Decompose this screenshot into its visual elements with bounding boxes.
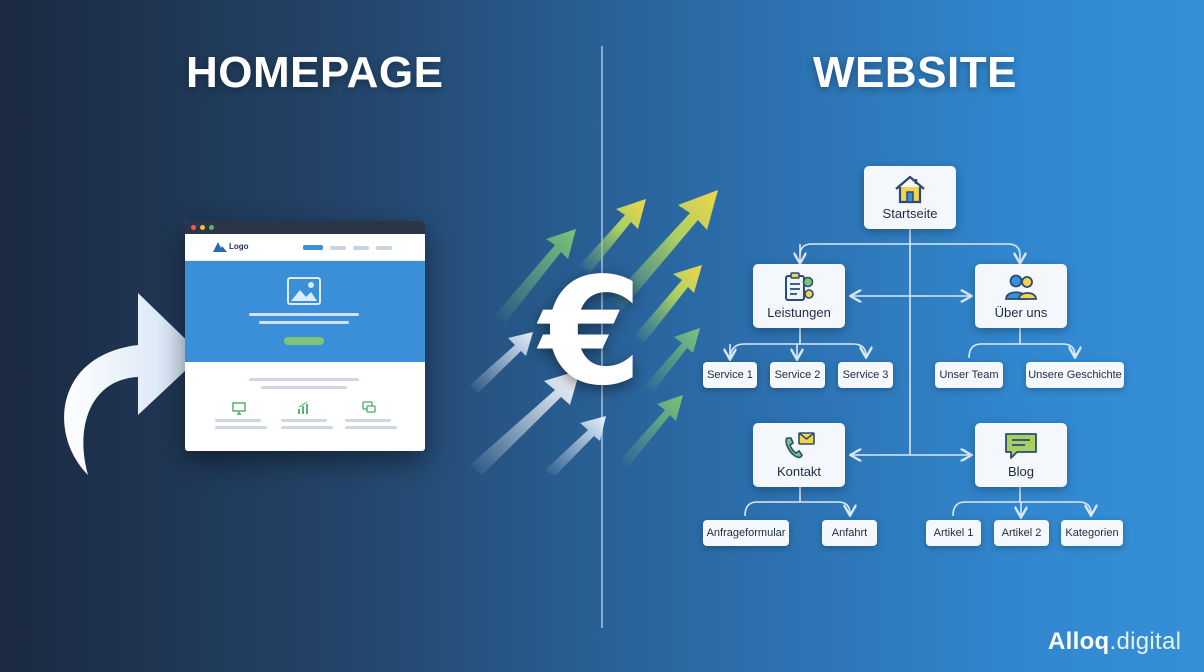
feature-text-line — [215, 419, 261, 422]
leaf-service-2: Service 2 — [770, 362, 825, 388]
feature-text-line — [345, 426, 397, 429]
logo-mark-icon — [213, 242, 227, 252]
brand-logo: Alloq.digital — [1048, 628, 1181, 656]
leaf-service-3: Service 3 — [838, 362, 893, 388]
leaf-anfahrt: Anfahrt — [822, 520, 877, 546]
hero-text-line — [249, 313, 359, 316]
node-ueber-uns: Über uns — [975, 264, 1067, 328]
bar-chart-icon — [298, 401, 308, 414]
curved-arrow-icon — [64, 293, 202, 475]
browser-titlebar — [185, 221, 425, 234]
leaf-artikel-1: Artikel 1 — [926, 520, 981, 546]
node-startseite-label: Startseite — [882, 206, 938, 221]
leaf-unsere-geschichte: Unsere Geschichte — [1026, 362, 1124, 388]
node-kontakt-label: Kontakt — [776, 464, 822, 479]
leaf-service-1: Service 1 — [703, 362, 757, 388]
chat-icon — [362, 401, 376, 413]
mockup-logo-text: Logo — [229, 242, 249, 251]
node-blog-label: Blog — [1007, 464, 1035, 479]
image-icon — [287, 277, 321, 305]
leaf-unser-team: Unser Team — [935, 362, 1003, 388]
feature-text-line — [345, 419, 391, 422]
mockup-hero — [185, 261, 425, 362]
brand-name: Alloq — [1048, 628, 1110, 655]
leaf-artikel-2: Artikel 2 — [994, 520, 1049, 546]
content-text-line — [261, 386, 347, 389]
window-maximize-dot — [209, 225, 214, 230]
nav-active-pill — [303, 245, 323, 250]
content-text-line — [249, 378, 359, 381]
house-icon — [895, 175, 925, 204]
chat-bubble-icon — [1005, 433, 1037, 459]
growth-arrows-graphic — [470, 190, 718, 475]
users-icon — [1005, 274, 1037, 300]
node-blog: Blog — [975, 423, 1067, 487]
window-minimize-dot — [200, 225, 205, 230]
node-kontakt: Kontakt — [753, 423, 845, 487]
hero-text-line — [259, 321, 349, 324]
mockup-navbar: Logo — [185, 234, 425, 261]
node-ueber-uns-label: Über uns — [994, 305, 1048, 320]
nav-pill — [330, 246, 346, 250]
node-startseite: Startseite — [864, 166, 956, 229]
monitor-icon — [232, 402, 246, 415]
website-heading: WEBSITE — [813, 48, 1017, 97]
feature-text-line — [281, 419, 327, 422]
leaf-anfrageformular: Anfrageformular — [703, 520, 789, 546]
node-leistungen-label: Leistungen — [767, 305, 831, 320]
feature-text-line — [281, 426, 333, 429]
euro-icon: € — [539, 246, 643, 418]
center-divider — [601, 46, 603, 628]
clipboard-gear-icon — [785, 272, 814, 301]
nav-pill — [376, 246, 392, 250]
homepage-mockup: Logo — [185, 221, 425, 451]
brand-suffix: .digital — [1109, 628, 1182, 655]
hero-cta-button — [284, 337, 324, 345]
phone-mail-icon — [785, 432, 815, 459]
window-close-dot — [191, 225, 196, 230]
nav-pill — [353, 246, 369, 250]
node-leistungen: Leistungen — [753, 264, 845, 328]
feature-text-line — [215, 426, 267, 429]
leaf-kategorien: Kategorien — [1061, 520, 1123, 546]
homepage-heading: HOMEPAGE — [186, 48, 444, 97]
